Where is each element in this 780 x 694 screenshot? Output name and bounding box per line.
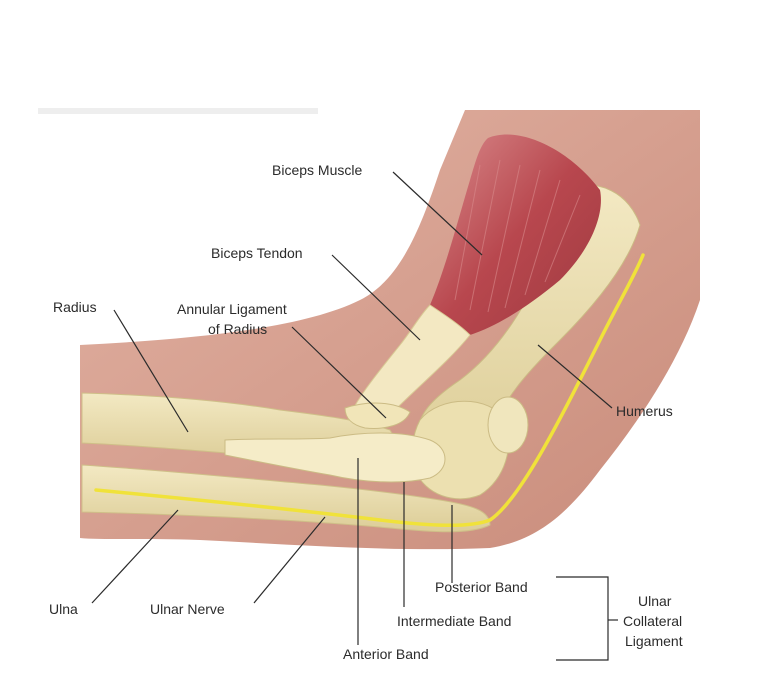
label-intermediate-band: Intermediate Band: [397, 613, 511, 629]
ulna-bone: [81, 464, 491, 533]
label-posterior-band: Posterior Band: [435, 579, 528, 595]
label-annular-ligament-2: of Radius: [208, 321, 267, 337]
annular-ligament-shape: [344, 402, 411, 429]
label-ulnar-nerve: Ulnar Nerve: [150, 601, 225, 617]
label-ucl-3: Ligament: [625, 633, 683, 649]
label-annular-ligament-1: Annular Ligament: [177, 301, 287, 317]
faded-header-strip: [38, 108, 318, 114]
label-radius: Radius: [53, 299, 97, 315]
label-ucl-1: Ulnar: [638, 593, 672, 609]
ulnar-nerve-path: [94, 253, 645, 528]
leader-lines: [91, 171, 618, 661]
label-anterior-band: Anterior Band: [343, 646, 429, 662]
label-ulna: Ulna: [49, 601, 78, 617]
label-ucl-2: Collateral: [623, 613, 682, 629]
label-humerus: Humerus: [616, 403, 673, 419]
anterior-band-shape: [224, 432, 446, 483]
label-biceps-muscle: Biceps Muscle: [272, 162, 362, 178]
olecranon: [487, 396, 529, 454]
muscle-fibers: [454, 159, 581, 313]
label-biceps-tendon: Biceps Tendon: [211, 245, 303, 261]
